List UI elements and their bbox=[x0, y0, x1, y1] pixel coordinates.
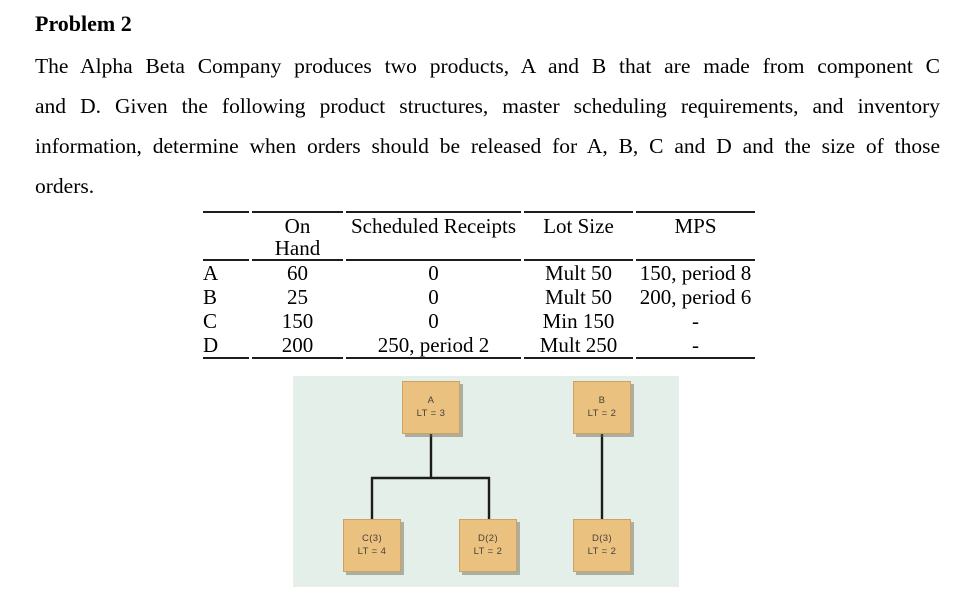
cell-mps: 200, period 6 bbox=[639, 285, 752, 309]
col-header-on-hand: On Hand bbox=[252, 211, 343, 261]
cell-on-hand: 150 bbox=[281, 309, 314, 333]
statement-line: and D. Given the following product struc… bbox=[35, 94, 940, 118]
cell-item: B bbox=[203, 285, 218, 309]
node-lead-time: LT = 3 bbox=[416, 407, 446, 419]
cell-scheduled-receipts: 0 bbox=[428, 261, 439, 285]
cell-on-hand: 200 bbox=[252, 333, 343, 359]
node-lead-time: LT = 4 bbox=[357, 545, 387, 557]
cell-scheduled-receipts: 250, period 2 bbox=[346, 333, 521, 359]
statement-line: The Alpha Beta Company produces two prod… bbox=[35, 54, 940, 78]
node-d2: D(2) LT = 2 bbox=[459, 519, 517, 572]
table-row: B 25 0 Mult 50 200, period 6 bbox=[203, 285, 755, 309]
node-b: B LT = 2 bbox=[573, 381, 631, 434]
node-lead-time: LT = 2 bbox=[587, 545, 617, 557]
statement-line: information, determine when orders shoul… bbox=[35, 134, 940, 158]
problem-title: Problem 2 bbox=[35, 11, 132, 36]
cell-lot-size: Mult 50 bbox=[544, 285, 613, 309]
cell-mps: 150, period 8 bbox=[639, 261, 752, 285]
table-row: A 60 0 Mult 50 150, period 8 bbox=[203, 261, 755, 285]
cell-lot-size: Mult 50 bbox=[544, 261, 613, 285]
table-header-row: On Hand Scheduled Receipts Lot Size MPS bbox=[203, 211, 755, 261]
node-name: D(3) bbox=[591, 533, 613, 544]
node-lead-time: LT = 2 bbox=[587, 407, 617, 419]
node-lead-time: LT = 2 bbox=[473, 545, 503, 557]
statement-line: orders. bbox=[35, 174, 95, 198]
col-header-lot-size: Lot Size bbox=[524, 211, 633, 261]
product-structure-diagram: A LT = 3 B LT = 2 C(3) LT = 4 D(2) LT = … bbox=[293, 376, 679, 587]
diagram-connector-lines bbox=[370, 434, 604, 519]
cell-mps: - bbox=[692, 309, 699, 333]
cell-scheduled-receipts: 0 bbox=[428, 285, 439, 309]
cell-lot-size: Mult 250 bbox=[524, 333, 633, 359]
cell-on-hand: 60 bbox=[287, 261, 308, 285]
node-name: A bbox=[427, 395, 435, 406]
cell-scheduled-receipts: 0 bbox=[428, 309, 439, 333]
inventory-table: On Hand Scheduled Receipts Lot Size MPS … bbox=[200, 211, 758, 359]
node-c3: C(3) LT = 4 bbox=[343, 519, 401, 572]
col-header-item bbox=[203, 211, 249, 261]
col-header-scheduled-receipts: Scheduled Receipts bbox=[346, 211, 521, 261]
node-name: D(2) bbox=[477, 533, 499, 544]
cell-item: C bbox=[203, 309, 218, 333]
table-row: D 200 250, period 2 Mult 250 - bbox=[203, 333, 755, 359]
cell-lot-size: Min 150 bbox=[542, 309, 615, 333]
node-name: C(3) bbox=[361, 533, 383, 544]
cell-item: D bbox=[203, 333, 249, 359]
cell-mps: - bbox=[636, 333, 755, 359]
cell-item: A bbox=[203, 261, 219, 285]
cell-on-hand: 25 bbox=[287, 285, 308, 309]
col-header-mps: MPS bbox=[636, 211, 755, 261]
node-d3: D(3) LT = 2 bbox=[573, 519, 631, 572]
problem-statement: The Alpha Beta Company produces two prod… bbox=[35, 46, 940, 206]
node-name: B bbox=[598, 395, 606, 406]
table-row: C 150 0 Min 150 - bbox=[203, 309, 755, 333]
node-a: A LT = 3 bbox=[402, 381, 460, 434]
